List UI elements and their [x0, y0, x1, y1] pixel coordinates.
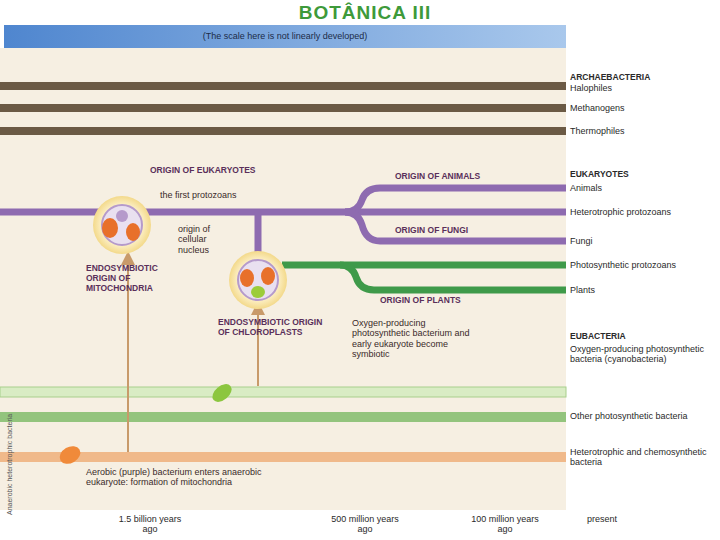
archaea-lines — [0, 86, 566, 131]
plant-cell — [229, 251, 287, 309]
purple-bacterium — [56, 443, 83, 468]
group-heading: EUBACTERIA — [570, 332, 717, 342]
header-bar — [4, 25, 566, 48]
event-note: Oxygen-producing photosynthetic bacteriu… — [352, 318, 482, 359]
time-label: 1.5 billion years ago — [110, 514, 190, 535]
event-note: the first protozoans — [160, 190, 270, 200]
time-label: present — [572, 514, 632, 524]
event-label: ORIGIN OF ANIMALS — [395, 172, 525, 182]
lineage-name: Other photosynthetic bacteria — [570, 411, 717, 421]
lineage-name: Methanogens — [570, 103, 717, 113]
event-note: Aerobic (purple) bacterium enters anaero… — [86, 467, 266, 488]
lineage-name: Thermophiles — [570, 126, 717, 136]
page-title: BOTÂNICA III — [185, 2, 545, 24]
lineage-name: Fungi — [570, 236, 717, 246]
event-label: ORIGIN OF FUNGI — [395, 226, 515, 236]
cyanobacterium — [209, 381, 235, 406]
eukaryote-cell — [93, 196, 151, 254]
heterotroph-line — [0, 452, 566, 462]
lineage-name: Halophiles — [570, 83, 717, 93]
lineage-name: Animals — [570, 183, 717, 193]
lineage-name: Photosynthetic protozoans — [570, 260, 717, 270]
lineage-name: Heterotrophic and chemosynthetic bacteri… — [570, 447, 717, 468]
lineage-name: Heterotrophic protozoans — [570, 207, 717, 217]
header-note: (The scale here is not linearly develope… — [4, 31, 566, 41]
event-label: ORIGIN OF EUKARYOTES — [150, 166, 280, 176]
lineage-name: Plants — [570, 285, 717, 295]
event-label: ENDOSYMBIOTIC ORIGIN OF MITOCHONDRIA — [86, 264, 181, 293]
other-bacteria-line — [0, 412, 566, 422]
plant-lines — [282, 265, 566, 290]
time-label: 100 million years ago — [465, 514, 545, 535]
event-label: ENDOSYMBIOTIC ORIGIN OF CHLOROPLASTS — [218, 318, 328, 338]
eukaryote-lines — [0, 188, 566, 262]
time-label: 500 million years ago — [325, 514, 405, 535]
background-panel — [0, 48, 566, 510]
cyanobacteria-line — [0, 387, 566, 397]
lineage-name: Oxygen-producing photosynthetic bacteria… — [570, 344, 717, 365]
group-heading: ARCHAEBACTERIA — [570, 73, 717, 83]
event-note: origin of cellular nucleus — [178, 224, 240, 255]
event-label: ORIGIN OF PLANTS — [380, 296, 500, 306]
group-heading: EUKARYOTES — [570, 170, 717, 180]
axis-note: Anaerobic heterotrophic bacteria — [6, 414, 14, 515]
